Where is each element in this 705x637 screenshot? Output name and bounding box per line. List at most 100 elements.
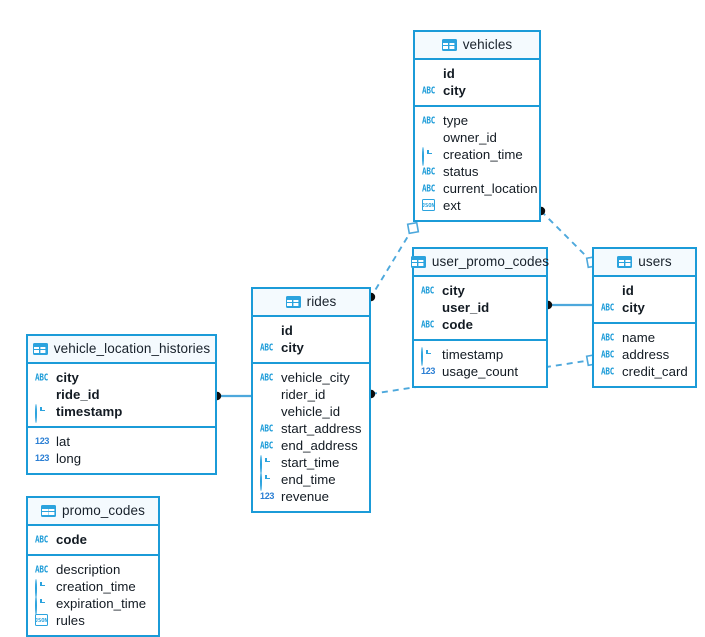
field-row[interactable]: ABC type bbox=[415, 112, 539, 129]
string-icon: ABC bbox=[421, 318, 435, 330]
field-row[interactable]: 123 usage_count bbox=[414, 363, 546, 380]
timestamp-icon bbox=[35, 579, 50, 598]
timestamp-icon bbox=[421, 347, 436, 366]
table-header[interactable]: vehicles bbox=[415, 32, 539, 60]
uuid-icon bbox=[415, 301, 436, 314]
string-icon: ABC bbox=[260, 422, 274, 434]
table-name: vehicle_location_histories bbox=[53, 341, 211, 356]
field-row[interactable]: ABC credit_card bbox=[594, 363, 695, 380]
timestamp-icon bbox=[260, 455, 275, 474]
timestamp-icon bbox=[422, 147, 437, 166]
field-row[interactable]: ride_id bbox=[28, 386, 215, 403]
field-name: creation_time bbox=[56, 579, 136, 594]
field-name: credit_card bbox=[622, 364, 688, 379]
string-icon: ABC bbox=[422, 114, 436, 126]
field-name: type bbox=[443, 113, 469, 128]
field-name: user_id bbox=[442, 300, 490, 315]
table-name: users bbox=[638, 254, 672, 269]
field-name: city bbox=[442, 283, 465, 298]
field-row[interactable]: timestamp bbox=[414, 346, 546, 366]
table-header[interactable]: users bbox=[594, 249, 695, 277]
field-name: long bbox=[56, 451, 82, 466]
field-name: city bbox=[622, 300, 645, 315]
field-row[interactable]: id bbox=[415, 65, 539, 82]
numeric-icon: 123 bbox=[35, 453, 50, 463]
numeric-icon: 123 bbox=[260, 491, 275, 501]
field-name: usage_count bbox=[442, 364, 519, 379]
uuid-icon bbox=[416, 131, 437, 144]
field-row[interactable]: ABC end_address bbox=[253, 437, 369, 454]
field-row[interactable]: timestamp bbox=[28, 403, 215, 423]
string-icon: ABC bbox=[260, 439, 274, 451]
field-row[interactable]: expiration_time bbox=[28, 595, 158, 615]
timestamp-icon bbox=[260, 472, 275, 491]
field-name: rules bbox=[56, 613, 85, 628]
table-grid-icon bbox=[617, 255, 633, 268]
table-header[interactable]: rides bbox=[253, 289, 369, 317]
field-row[interactable]: 123 long bbox=[28, 450, 215, 467]
field-row[interactable]: owner_id bbox=[415, 129, 539, 146]
string-icon: ABC bbox=[601, 365, 615, 377]
field-row[interactable]: JSON rules bbox=[28, 612, 158, 629]
numeric-icon: 123 bbox=[421, 366, 436, 376]
field-row[interactable]: rider_id bbox=[253, 386, 369, 403]
table-header[interactable]: promo_codes bbox=[28, 498, 158, 526]
field-name: address bbox=[622, 347, 670, 362]
uuid-icon bbox=[254, 388, 275, 401]
field-row[interactable]: id bbox=[253, 322, 369, 339]
field-row[interactable]: creation_time bbox=[415, 146, 539, 166]
table-header[interactable]: user_promo_codes bbox=[410, 249, 549, 277]
string-icon: ABC bbox=[260, 371, 274, 383]
field-name: ext bbox=[443, 198, 461, 213]
field-row[interactable]: start_time bbox=[253, 454, 369, 474]
table-header[interactable]: vehicle_location_histories bbox=[28, 336, 215, 364]
table-name: rides bbox=[306, 294, 337, 309]
field-row[interactable]: user_id bbox=[414, 299, 546, 316]
json-icon: JSON bbox=[35, 614, 50, 627]
uuid-icon bbox=[416, 67, 437, 80]
field-name: city bbox=[56, 370, 79, 385]
uuid-icon bbox=[254, 405, 275, 418]
string-icon: ABC bbox=[601, 331, 615, 343]
field-row[interactable]: ABC vehicle_city bbox=[253, 369, 369, 386]
string-icon: ABC bbox=[35, 563, 49, 575]
field-name: end_address bbox=[281, 438, 358, 453]
edge-vehicles-to-rides-source-hollow-square-marker bbox=[406, 221, 420, 235]
field-row[interactable]: end_time bbox=[253, 471, 369, 491]
string-icon: ABC bbox=[422, 165, 436, 177]
field-row[interactable]: creation_time bbox=[28, 578, 158, 598]
field-name: id bbox=[281, 323, 293, 338]
field-row[interactable]: vehicle_id bbox=[253, 403, 369, 420]
field-row[interactable]: id bbox=[594, 282, 695, 299]
table-name: vehicles bbox=[462, 37, 513, 52]
field-name: vehicle_city bbox=[281, 370, 350, 385]
